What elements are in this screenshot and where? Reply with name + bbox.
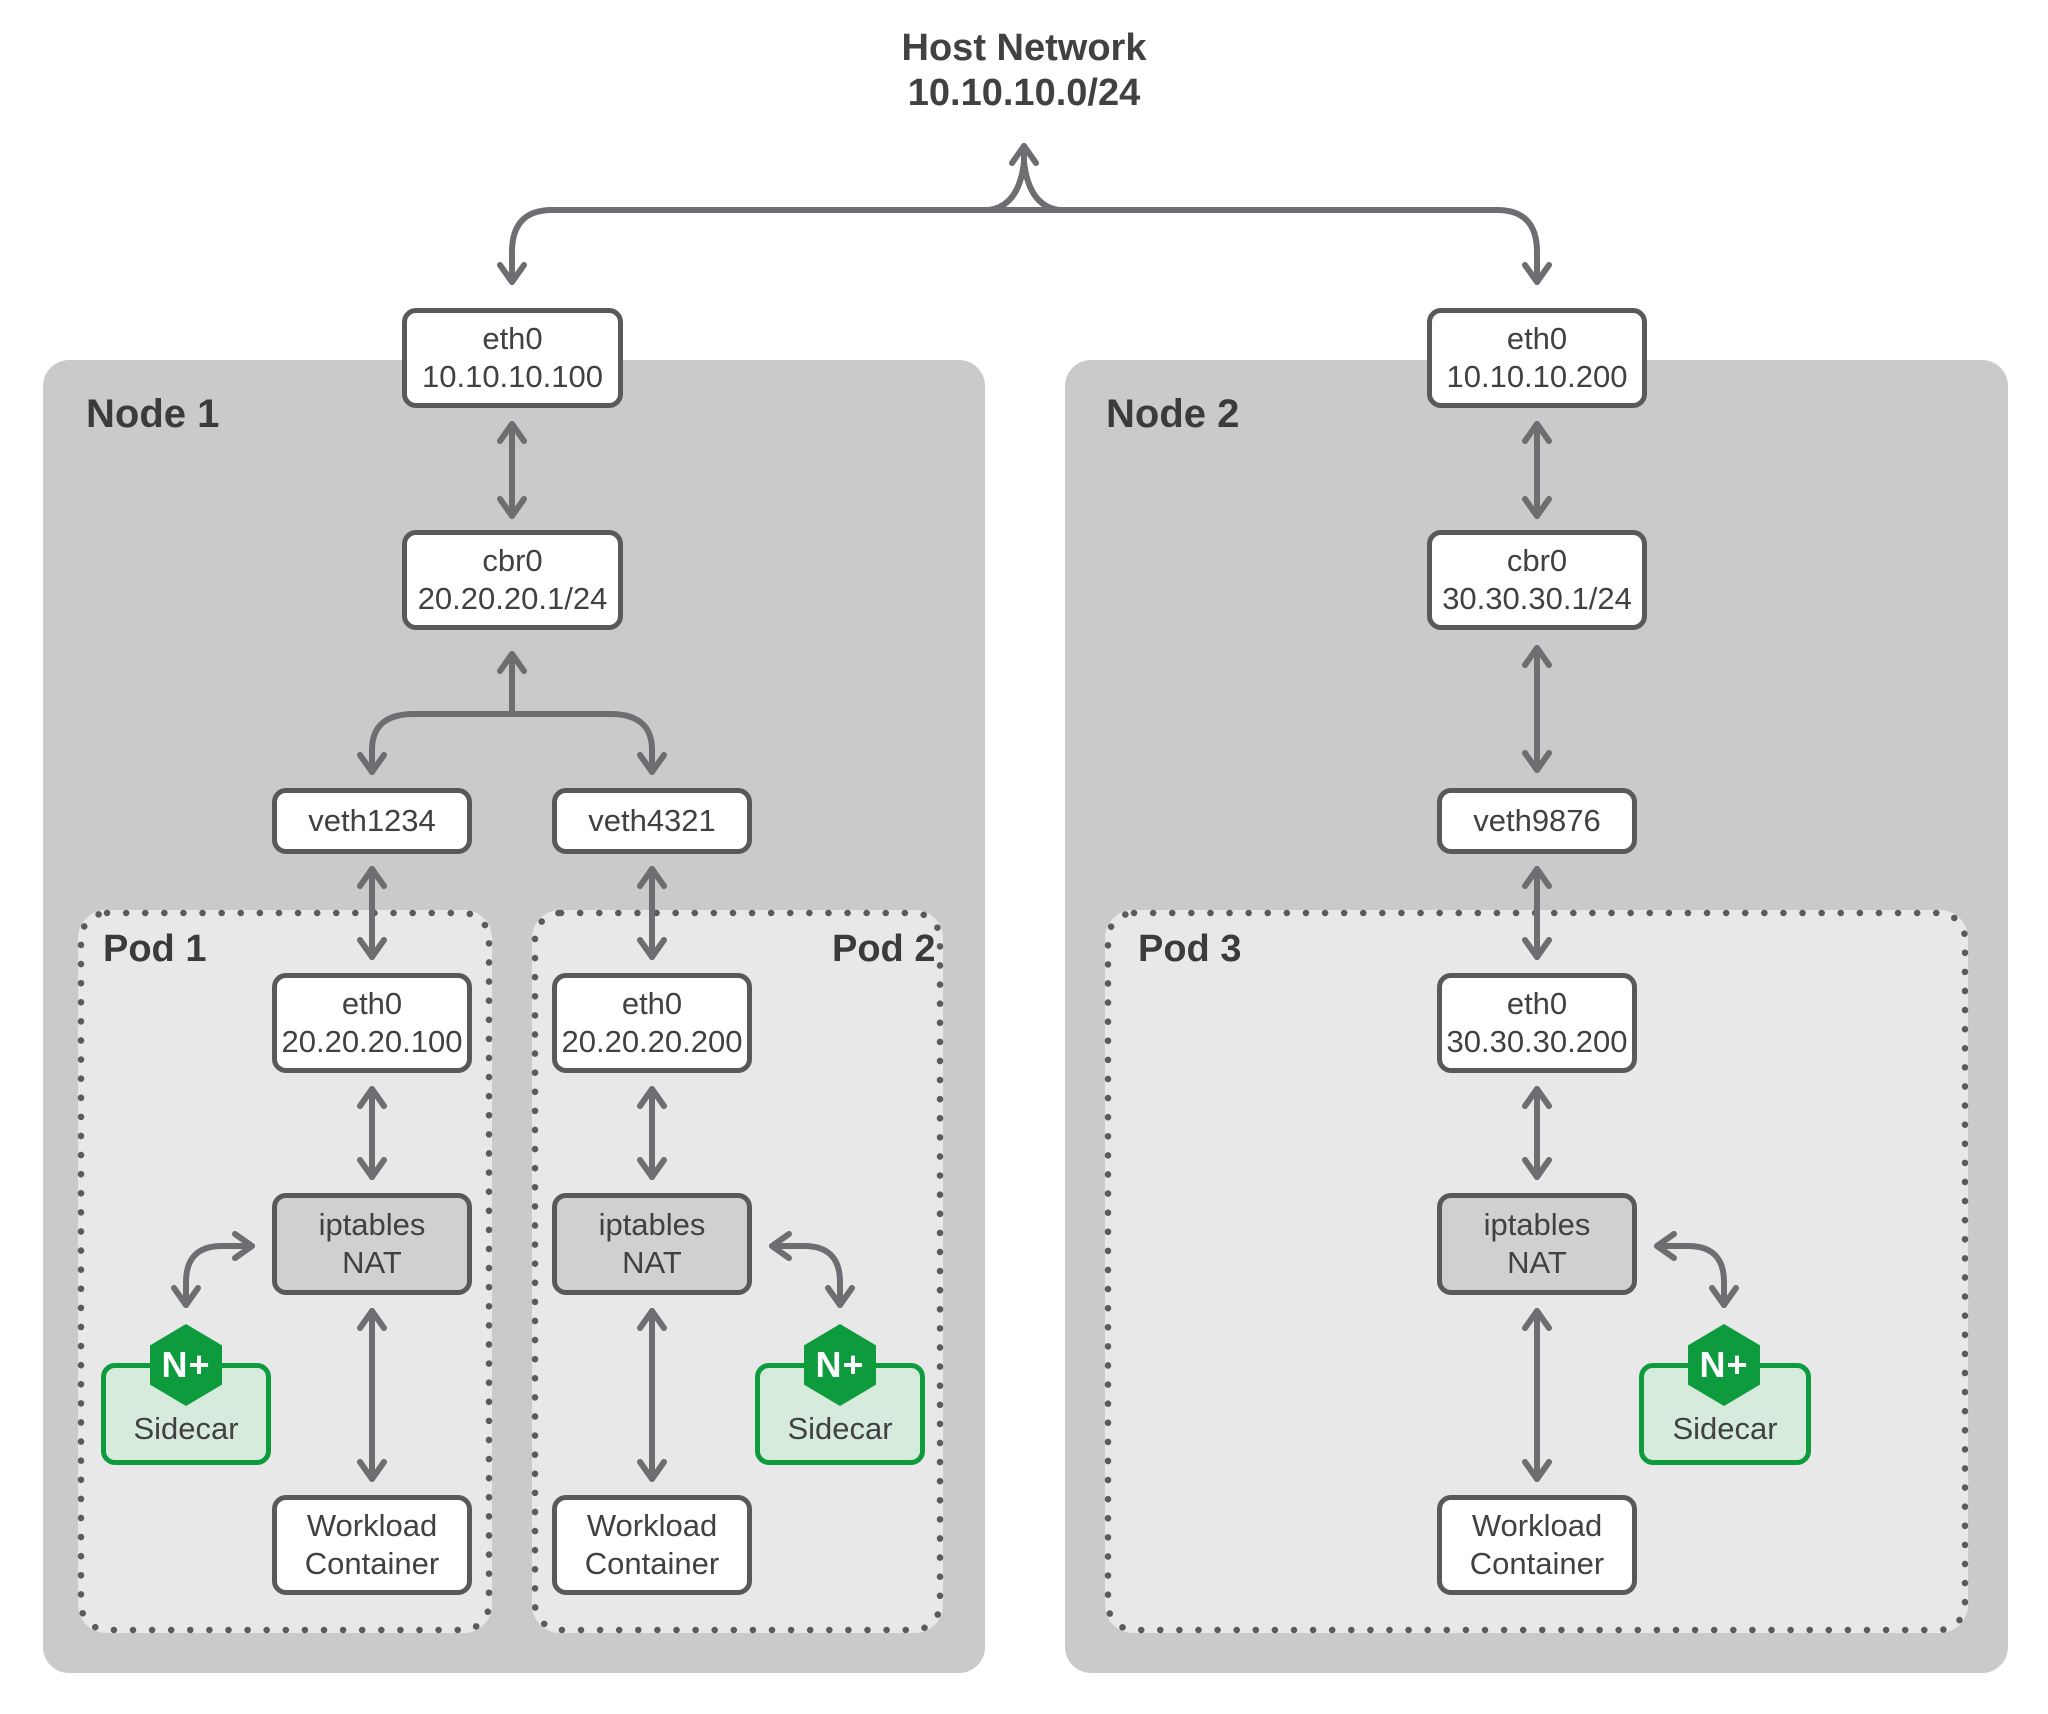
node-1-eth0-name: eth0 bbox=[482, 321, 543, 356]
pod-2-iptables-nat-box: iptables NAT bbox=[552, 1193, 752, 1295]
nginx-plus-logo-text: N+ bbox=[161, 1344, 211, 1385]
node-1-cbr0-box: cbr0 20.20.20.1/24 bbox=[402, 530, 623, 630]
pod-3-workload-line1: Workload bbox=[1471, 1508, 1603, 1543]
pod-1-eth0-box: eth0 20.20.20.100 bbox=[272, 973, 472, 1073]
node-1-cbr0-cidr: 20.20.20.1/24 bbox=[417, 581, 608, 616]
pod-3-nat-label: NAT bbox=[1507, 1245, 1567, 1280]
node-2-eth0-box: eth0 10.10.10.200 bbox=[1427, 308, 1647, 408]
pod-2-workload-line1: Workload bbox=[586, 1508, 718, 1543]
node-2-cbr0-cidr: 30.30.30.1/24 bbox=[1442, 581, 1632, 616]
node-1-eth0-ip: 10.10.10.100 bbox=[421, 359, 603, 394]
veth9876-box: veth9876 bbox=[1437, 788, 1637, 854]
pod-1-nat-label: NAT bbox=[342, 1245, 402, 1280]
nginx-plus-logo-text: N+ bbox=[815, 1344, 865, 1385]
pod-3-workload-line2: Container bbox=[1469, 1546, 1605, 1581]
pod-1-sidecar-label: Sidecar bbox=[133, 1411, 239, 1446]
host-network-name: Host Network bbox=[901, 27, 1147, 69]
pod-3-eth0-ip: 30.30.30.200 bbox=[1446, 1024, 1628, 1059]
pod-1-workload-line1: Workload bbox=[306, 1508, 438, 1543]
pod-1-sidecar-box: Sidecar bbox=[101, 1363, 271, 1465]
pod-2-eth0-name: eth0 bbox=[621, 986, 683, 1021]
pod-3-eth0-name: eth0 bbox=[1506, 986, 1568, 1021]
node-2-label: Node 2 bbox=[1106, 392, 1240, 436]
node-1-label: Node 1 bbox=[86, 392, 220, 436]
pod-2-eth0-ip: 20.20.20.200 bbox=[561, 1024, 743, 1059]
pod-2-iptables-label: iptables bbox=[598, 1207, 706, 1242]
veth4321-box: veth4321 bbox=[552, 788, 752, 854]
pod-1-workload-box: Workload Container bbox=[272, 1495, 472, 1595]
node-2-cbr0-box: cbr0 30.30.30.1/24 bbox=[1427, 530, 1647, 630]
pod-2-workload-line2: Container bbox=[584, 1546, 720, 1581]
host-network-label: Host Network 10.10.10.0/24 bbox=[0, 26, 2048, 116]
pod-2-nat-label: NAT bbox=[622, 1245, 682, 1280]
node-2-cbr0-name: cbr0 bbox=[1506, 543, 1568, 578]
pod-2-eth0-box: eth0 20.20.20.200 bbox=[552, 973, 752, 1073]
veth1234-label: veth1234 bbox=[308, 803, 436, 838]
pod-2-workload-box: Workload Container bbox=[552, 1495, 752, 1595]
nginx-plus-logo-text: N+ bbox=[1699, 1344, 1749, 1385]
pod-1-label: Pod 1 bbox=[103, 928, 207, 970]
pod-1-iptables-nat-box: iptables NAT bbox=[272, 1193, 472, 1295]
veth9876-label: veth9876 bbox=[1473, 803, 1601, 838]
pod-2-sidecar-label: Sidecar bbox=[787, 1411, 893, 1446]
pod-1-iptables-label: iptables bbox=[318, 1207, 426, 1242]
host-network-cidr: 10.10.10.0/24 bbox=[907, 72, 1141, 114]
pod-3-iptables-label: iptables bbox=[1483, 1207, 1591, 1242]
pod-2-label: Pod 2 bbox=[832, 928, 936, 970]
node-2-eth0-name: eth0 bbox=[1506, 321, 1568, 356]
veth1234-box: veth1234 bbox=[272, 788, 472, 854]
node-1-cbr0-name: cbr0 bbox=[482, 543, 543, 578]
pod-3-eth0-box: eth0 30.30.30.200 bbox=[1437, 973, 1637, 1073]
veth4321-label: veth4321 bbox=[588, 803, 716, 838]
pod-3-label: Pod 3 bbox=[1138, 928, 1242, 970]
pod-3-iptables-nat-box: iptables NAT bbox=[1437, 1193, 1637, 1295]
node-1-eth0-box: eth0 10.10.10.100 bbox=[402, 308, 623, 408]
pod-1-eth0-ip: 20.20.20.100 bbox=[281, 1024, 463, 1059]
pod-3-sidecar-label: Sidecar bbox=[1672, 1411, 1778, 1446]
pod-3-workload-box: Workload Container bbox=[1437, 1495, 1637, 1595]
pod-1-eth0-name: eth0 bbox=[341, 986, 403, 1021]
pod-1-workload-line2: Container bbox=[304, 1546, 440, 1581]
node-2-eth0-ip: 10.10.10.200 bbox=[1446, 359, 1628, 394]
